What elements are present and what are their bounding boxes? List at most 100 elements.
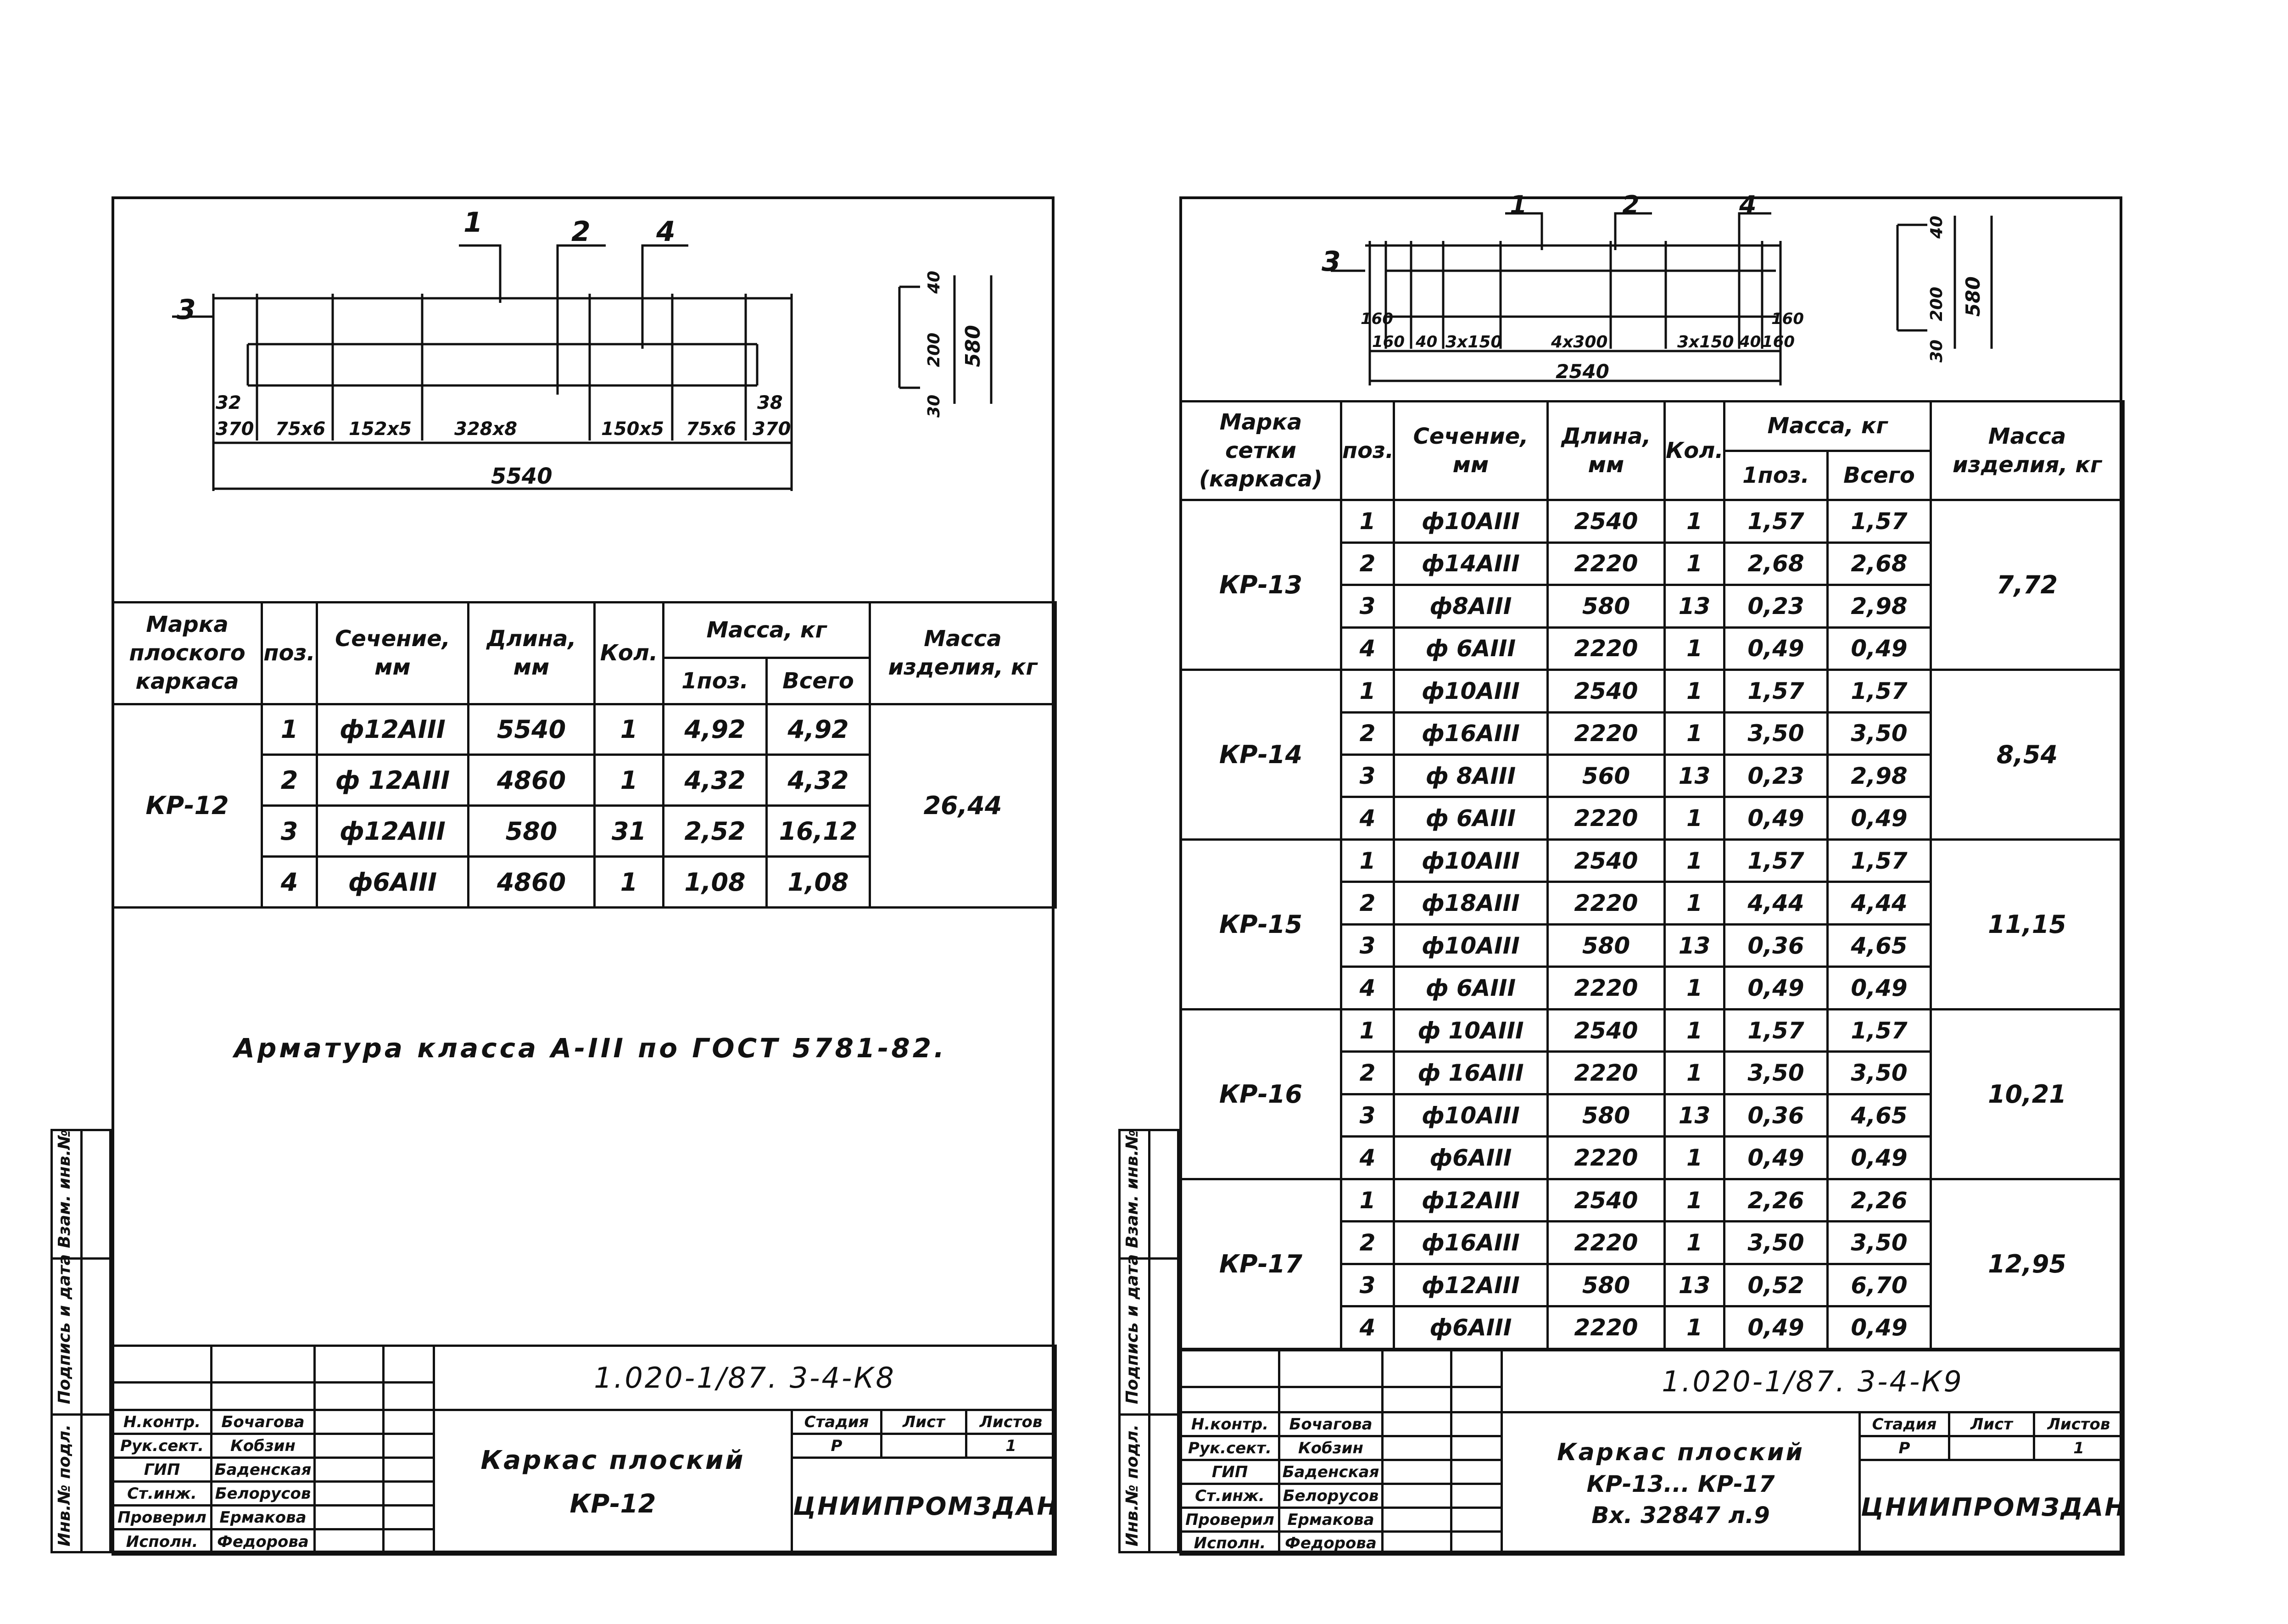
left-role-5: Проверил — [117, 1508, 206, 1527]
right-group-item-mass: 7,72 — [1996, 570, 2058, 600]
right-cell-section: ф10АIII — [1422, 932, 1520, 959]
right-name-6: Федорова — [1285, 1534, 1377, 1552]
right-cell-pos: 1 — [1359, 1017, 1376, 1044]
right-cell-qty: 1 — [1686, 847, 1702, 874]
left-row3-length: 580 — [505, 816, 558, 846]
right-cell-section: ф14АIII — [1422, 550, 1520, 577]
right-group-mark: КР-13 — [1219, 570, 1303, 600]
right-title-block: 1.020-1/87. 3-4-К9 Н.контр. Бочагова Кар… — [1179, 1349, 2125, 1556]
left-row2-m1: 4,32 — [684, 765, 746, 795]
right-cell-section: ф10АIII — [1422, 677, 1520, 704]
right-cell-qty: 1 — [1686, 508, 1702, 535]
left-mark-kr12: КР-12 — [145, 791, 229, 820]
left-sheets-header: Листов — [979, 1412, 1043, 1431]
right-cell-section: ф10АIII — [1422, 1102, 1520, 1129]
right-cell-length: 2220 — [1574, 1144, 1638, 1172]
right-group-mark: КР-14 — [1219, 740, 1303, 769]
right-group-mark: КР-17 — [1219, 1249, 1303, 1278]
right-cell-qty: 1 — [1686, 1017, 1702, 1044]
right-cell-length: 580 — [1582, 1102, 1630, 1129]
right-cell-length: 2220 — [1574, 1314, 1638, 1341]
right-header-mass-one: 1поз. — [1742, 462, 1809, 488]
left-row2-qty: 1 — [620, 765, 638, 795]
right-cell-m1: 1,57 — [1747, 1017, 1804, 1044]
right-section-dim-40: 40 — [1927, 215, 1946, 239]
right-pos-label-3: 3 — [1322, 246, 1341, 278]
right-section-dim-30: 30 — [1927, 339, 1946, 363]
right-dim-40-b: 40 — [1739, 333, 1761, 351]
right-cell-pos: 1 — [1359, 1187, 1376, 1214]
left-role-2: Рук.сект. — [120, 1436, 204, 1455]
right-section-dim-580: 580 — [1962, 276, 1984, 317]
right-cell-length: 2540 — [1574, 1187, 1638, 1214]
right-dim-160-c: 160 — [1762, 333, 1795, 351]
right-cell-m1: 3,50 — [1747, 720, 1804, 747]
right-cell-m1: 4,44 — [1747, 890, 1804, 917]
left-section-dim-580: 580 — [961, 325, 985, 367]
right-cell-m1: 0,52 — [1747, 1272, 1804, 1299]
right-title-line3: Вх. 32847 л.9 — [1591, 1501, 1770, 1529]
right-side-label-1: Взам. инв.№ — [1123, 1129, 1142, 1248]
right-header-length: Длина, мм — [1561, 424, 1651, 478]
left-spec-table: Марка плоского каркаса поз. Сечение, мм … — [112, 601, 1057, 909]
right-cell-pos: 4 — [1359, 1144, 1376, 1172]
right-section-dim-200: 200 — [1927, 286, 1946, 321]
left-row1-qty: 1 — [620, 715, 638, 744]
left-row3-pos: 3 — [280, 816, 298, 846]
right-dim-3x150-a: 3x150 — [1445, 333, 1502, 352]
right-cell-m1: 1,57 — [1747, 508, 1804, 535]
right-cell-mall: 0,49 — [1851, 975, 1908, 1002]
left-reinforcement-note: Арматура класса А-III по ГОСТ 5781-82. — [234, 1032, 947, 1064]
left-role-1: Н.контр. — [123, 1412, 201, 1431]
right-header-mass-all: Всего — [1843, 462, 1915, 488]
right-role-5: Проверил — [1185, 1510, 1274, 1529]
right-cell-length: 2540 — [1574, 508, 1638, 535]
left-pos-label-3: 3 — [177, 294, 196, 326]
right-cell-qty: 1 — [1686, 677, 1702, 704]
right-name-2: Кобзин — [1298, 1439, 1363, 1457]
right-cell-length: 2220 — [1574, 1060, 1638, 1087]
right-pos-label-4: 4 — [1739, 190, 1757, 219]
right-cell-mall: 0,49 — [1851, 1314, 1908, 1341]
right-cell-m1: 0,49 — [1747, 1314, 1804, 1341]
left-header-qty: Кол. — [600, 640, 658, 666]
left-side-label-2: Подпись и дата — [55, 1254, 74, 1404]
right-cell-section: ф18АIII — [1422, 890, 1520, 917]
right-cell-pos: 1 — [1359, 847, 1376, 874]
left-role-6: Исполн. — [126, 1533, 198, 1551]
right-cell-mall: 0,49 — [1851, 635, 1908, 662]
right-dim-4x300: 4x300 — [1551, 333, 1608, 352]
right-group-item-mass: 10,21 — [1988, 1079, 2066, 1109]
left-row1-m1: 4,92 — [684, 715, 746, 744]
right-cell-pos: 2 — [1359, 1060, 1376, 1087]
right-name-1: Бочагова — [1289, 1415, 1373, 1434]
left-row4-m1: 1,08 — [684, 867, 746, 897]
right-header-item-mass: Масса изделия, кг — [1952, 424, 2102, 478]
right-cell-mall: 6,70 — [1851, 1272, 1908, 1299]
right-cell-length: 2540 — [1574, 847, 1638, 874]
right-dim-160-b: 160 — [1372, 333, 1405, 351]
right-cell-section: ф 16АIII — [1417, 1060, 1524, 1087]
right-cell-pos: 4 — [1359, 635, 1376, 662]
right-cell-pos: 2 — [1359, 550, 1376, 577]
left-header-mark: Марка плоского каркаса — [129, 612, 246, 695]
right-cell-pos: 2 — [1359, 890, 1376, 917]
right-cell-mall: 2,98 — [1851, 762, 1908, 789]
right-sheets: 1 — [2073, 1439, 2084, 1457]
right-cell-pos: 2 — [1359, 1229, 1376, 1256]
right-cell-qty: 1 — [1686, 1144, 1702, 1172]
left-stage: Р — [831, 1436, 843, 1455]
left-dim-150x5: 150x5 — [601, 419, 664, 440]
left-item-mass: 26,44 — [923, 791, 1002, 820]
left-dim-328x8: 328x8 — [454, 419, 518, 440]
left-header-item-mass: Масса изделия, кг — [888, 626, 1038, 681]
right-cell-pos: 3 — [1359, 592, 1376, 619]
left-doc-code: 1.020-1/87. 3-4-К8 — [594, 1361, 896, 1395]
right-pos-label-1: 1 — [1510, 190, 1527, 219]
left-row2-pos: 2 — [280, 765, 298, 795]
left-pos-label-1: 1 — [463, 206, 483, 239]
right-cell-length: 560 — [1582, 762, 1630, 789]
